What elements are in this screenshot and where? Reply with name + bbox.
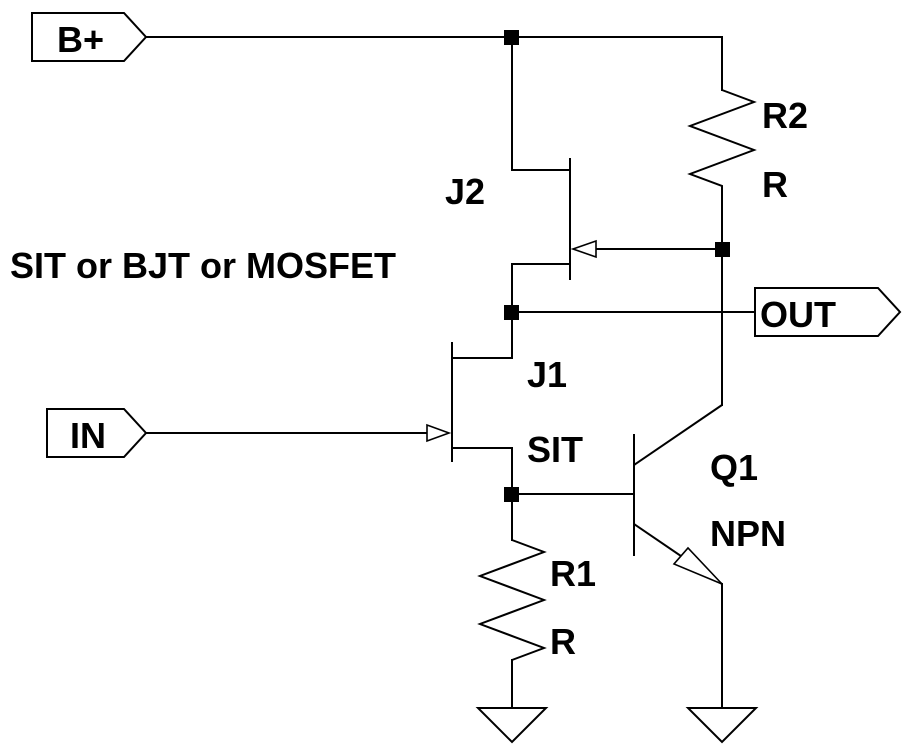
resistor-r2-zigzag xyxy=(687,89,757,206)
transistor-q1: Q1 NPN xyxy=(633,404,786,585)
output-port-flag xyxy=(754,287,902,337)
resistor-r2-ref: R2 xyxy=(762,95,808,136)
ground-icon xyxy=(685,707,759,744)
transistor-j1-value: SIT xyxy=(527,429,583,470)
transistor-q1-ref: Q1 xyxy=(710,447,758,488)
transistor-j2-gate-arrow xyxy=(570,239,597,259)
input-port-label: IN xyxy=(70,415,106,456)
ground-icon xyxy=(475,707,549,744)
output-port: OUT xyxy=(754,287,902,337)
junctions xyxy=(504,30,730,502)
transistor-q1-value: NPN xyxy=(710,513,786,554)
junction-dot xyxy=(715,242,730,257)
transistor-j1-ref: J1 xyxy=(527,354,567,395)
transistor-j2-ref: J2 xyxy=(445,171,485,212)
transistor-q1-emitter-arrow xyxy=(672,546,723,585)
transistor-j1-gate-arrow xyxy=(426,423,452,443)
supply-port: B+ xyxy=(31,12,148,62)
resistor-r2-value: R xyxy=(762,164,788,205)
output-port-label: OUT xyxy=(760,294,836,335)
supply-port-flag xyxy=(31,12,148,62)
transistor-q1-collector xyxy=(633,404,723,466)
resistor-r1-zigzag xyxy=(477,539,547,661)
transistor-j1: J1 SIT xyxy=(426,342,583,470)
junction-dot xyxy=(504,305,519,320)
resistor-r1: R1 R xyxy=(477,539,596,662)
junction-dot xyxy=(504,30,519,45)
transistor-j2: J2 SIT or BJT or MOSFET xyxy=(10,158,597,286)
resistor-r2: R2 R xyxy=(687,89,808,206)
input-port: IN xyxy=(46,408,148,458)
ground-r1 xyxy=(475,707,549,744)
supply-port-label: B+ xyxy=(57,19,104,60)
resistor-r1-ref: R1 xyxy=(550,553,596,594)
input-port-flag xyxy=(46,408,148,458)
ground-q1 xyxy=(685,707,759,744)
wires xyxy=(145,36,756,709)
junction-dot xyxy=(504,487,519,502)
resistor-r1-value: R xyxy=(550,621,576,662)
transistor-j2-value: SIT or BJT or MOSFET xyxy=(10,245,396,286)
